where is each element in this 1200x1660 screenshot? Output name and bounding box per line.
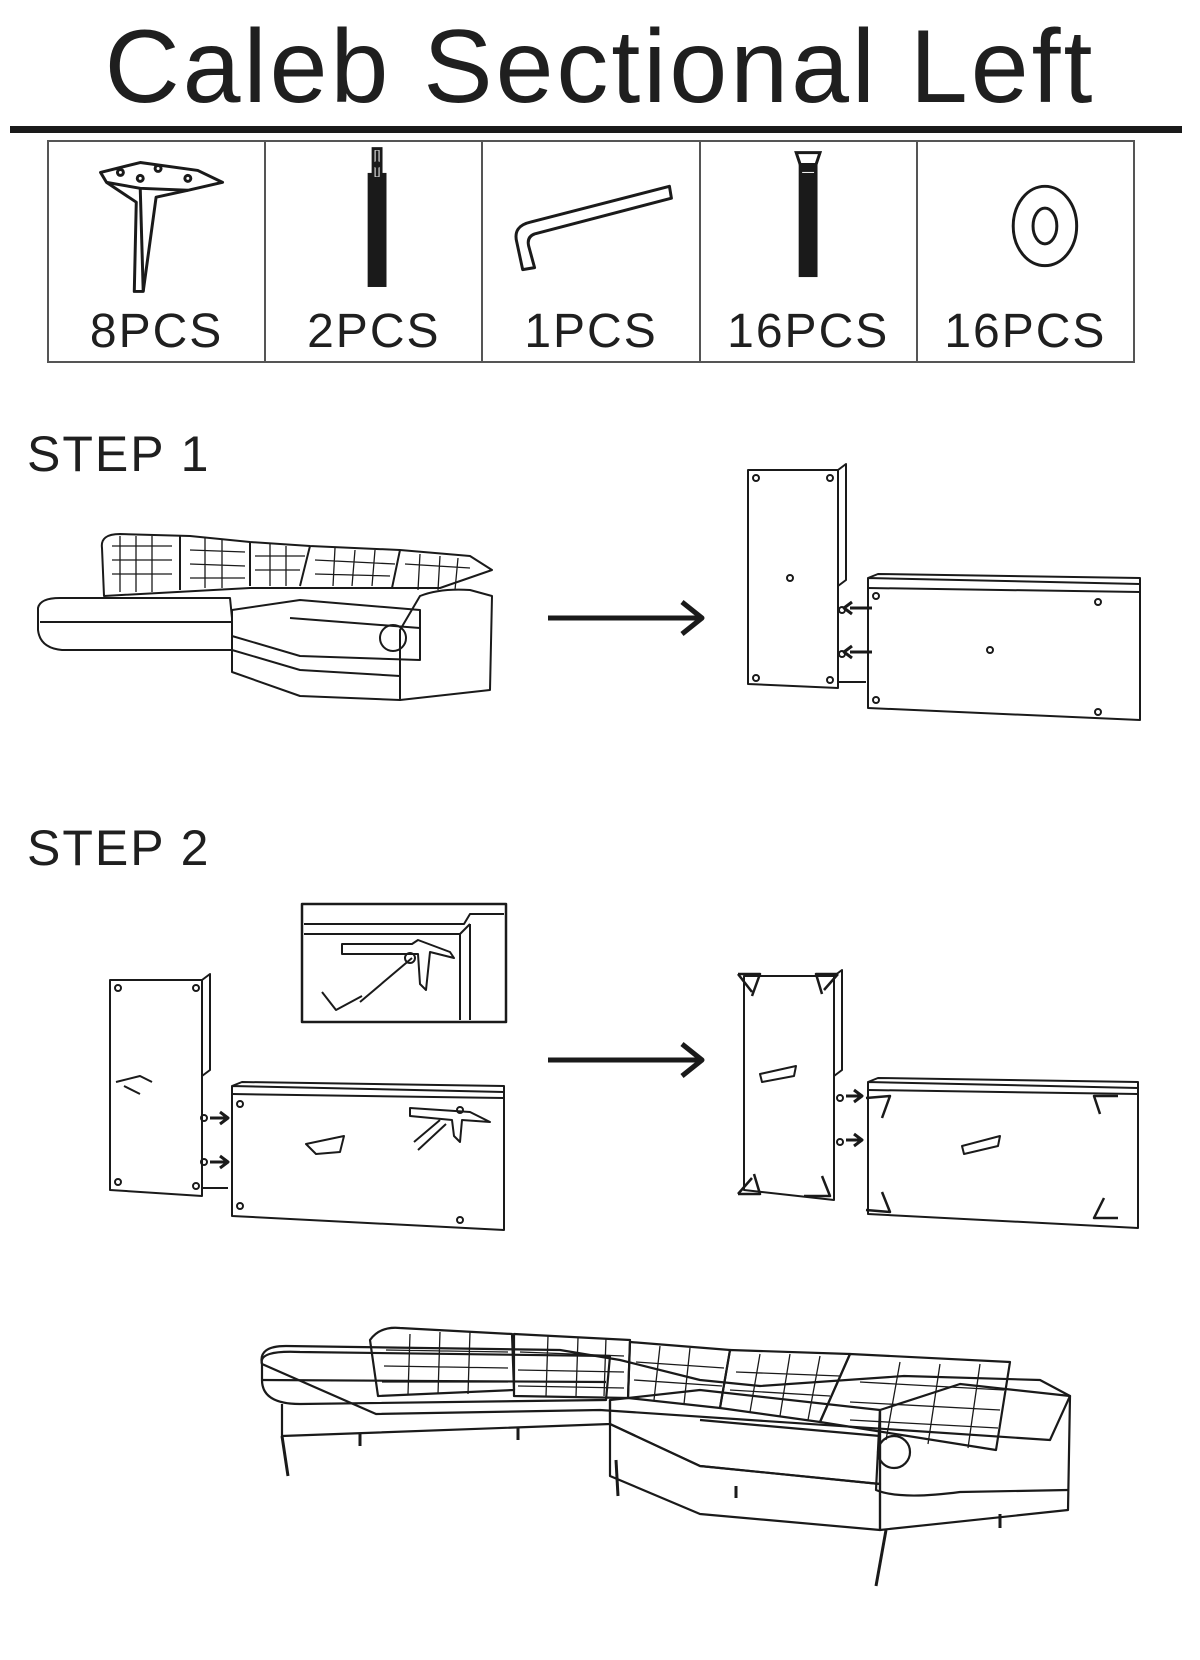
step-1-diagram [0, 460, 1200, 740]
allen-key-icon [514, 184, 674, 272]
part-cell-washer: 16PCS [918, 142, 1133, 361]
bracket-installation-illustration [109, 973, 505, 1231]
connector-bracket-icon [367, 147, 387, 287]
title-divider [10, 126, 1182, 133]
assembled-sofa-illustration [37, 533, 493, 701]
sofa-leg-icon [99, 161, 225, 293]
part-quantity: 2PCS [307, 305, 441, 358]
step-1-label: STEP 1 [27, 426, 211, 482]
part-cell-bolt: 16PCS [701, 142, 918, 361]
step-2-label: STEP 2 [27, 820, 211, 876]
part-cell-legs: 8PCS [49, 142, 267, 361]
finished-sectional-illustration [260, 1326, 1072, 1587]
brackets-installed-illustration [737, 969, 1139, 1229]
part-cell-allen-key: 1PCS [483, 142, 701, 361]
parts-table: 8PCS 2PCS 1PCS 16PCS 16PCS [47, 140, 1135, 363]
disassembled-sections-illustration [747, 463, 1141, 721]
washer-icon [1011, 184, 1078, 268]
final-assembly-diagram [0, 1300, 1200, 1640]
arrow-right-icon [548, 1042, 705, 1078]
part-cell-connector: 2PCS [266, 142, 484, 361]
bolt-icon [793, 151, 822, 278]
document-title: Caleb Sectional Left [104, 9, 1096, 125]
part-quantity: 8PCS [89, 305, 224, 358]
part-quantity: 1PCS [524, 305, 658, 358]
step-2-diagram [0, 900, 1200, 1240]
part-quantity: 16PCS [727, 305, 890, 358]
part-quantity: 16PCS [944, 305, 1107, 358]
arrow-right-icon [548, 600, 705, 636]
detail-inset-illustration [300, 902, 508, 1024]
